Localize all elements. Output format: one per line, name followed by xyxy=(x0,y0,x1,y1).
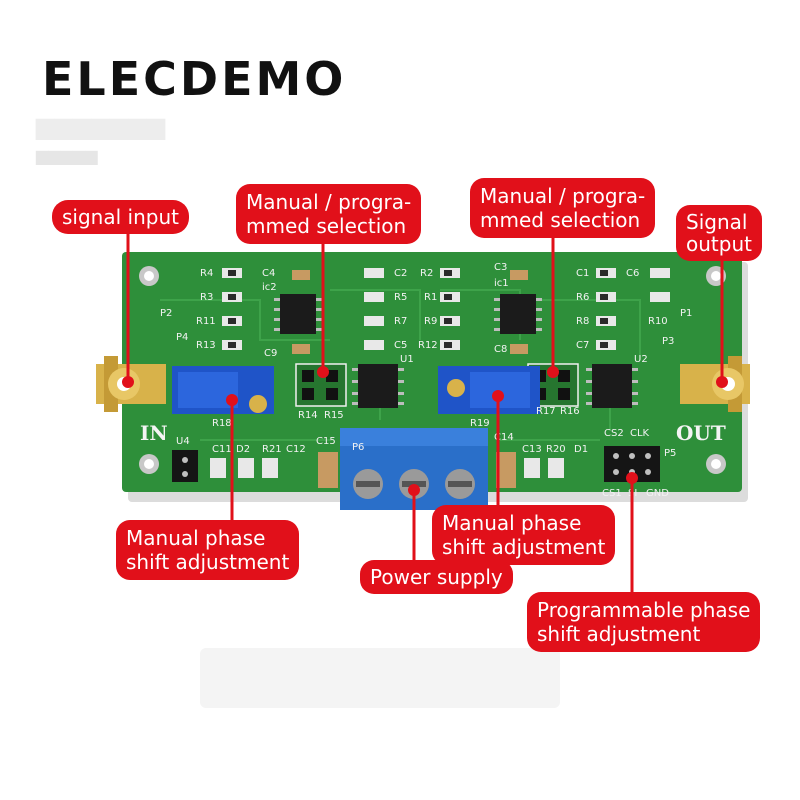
silk-ref: U2 xyxy=(634,354,648,365)
callout-text: shift adjustment xyxy=(442,535,606,559)
callout-text: signal input xyxy=(62,205,179,229)
silk-ref: P6 xyxy=(352,442,364,453)
callout-manual-phase-right: Manual phase shift adjustment xyxy=(432,505,616,565)
callout-text: shift adjustment xyxy=(126,550,290,574)
silk-ref: C6 xyxy=(626,268,639,279)
silk-ref: C7 xyxy=(576,340,589,351)
silk-ref: P2 xyxy=(160,308,172,319)
silk-ref: P3 xyxy=(662,336,674,347)
silk-ref: R7 xyxy=(394,316,407,327)
silk-ref: R20 xyxy=(546,444,566,455)
silk-ref: CLK xyxy=(630,428,650,439)
silk-ref: P4 xyxy=(176,332,188,343)
header-u4 xyxy=(172,450,198,482)
silk-ref: R18 xyxy=(212,418,232,429)
ic-chips xyxy=(280,294,632,408)
callout-manual-selection-left: Manual / progra- mmed selection xyxy=(236,184,422,244)
silk-ref: C14 xyxy=(494,432,514,443)
silk-ref: R11 xyxy=(196,316,216,327)
silk-ref: R6 xyxy=(576,292,589,303)
silk-ref: C1 xyxy=(576,268,589,279)
callout-text: Power supply xyxy=(370,565,503,589)
silk-ref: U4 xyxy=(176,436,190,447)
silk-ref: R3 xyxy=(200,292,213,303)
silk-ref: C8 xyxy=(494,344,507,355)
callout-signal-output: Signal output xyxy=(676,205,762,261)
trimmer-right xyxy=(438,366,540,414)
silk-ref: R5 xyxy=(394,292,407,303)
silk-ref: ic1 xyxy=(494,278,509,289)
silk-ref: C11 xyxy=(212,444,232,455)
silk-ref: C4 xyxy=(262,268,275,279)
silk-ref: R2 xyxy=(420,268,433,279)
callout-manual-phase-left: Manual phase shift adjustment xyxy=(116,520,300,580)
callout-text: Manual / progra- xyxy=(480,184,646,208)
callout-text: output xyxy=(686,232,752,256)
callout-dots xyxy=(122,366,728,496)
callout-text: shift adjustment xyxy=(537,622,701,646)
silk-in: IN xyxy=(140,421,168,445)
silk-ref: ic2 xyxy=(262,282,277,293)
callout-text: Manual phase xyxy=(442,511,582,535)
callout-signal-input: signal input xyxy=(52,200,189,234)
silk-ref: R14 xyxy=(298,410,318,421)
silk-ref: CS1 xyxy=(602,488,622,499)
callout-leaders xyxy=(126,226,724,596)
silkscreen-labels: IN OUT R4 C4 ic2 R3 R11 R13 C9 C2 R5 R7 … xyxy=(140,262,726,499)
board-reflection xyxy=(200,648,560,708)
silk-ref: R13 xyxy=(196,340,216,351)
brand-logo: ELECDEMO xyxy=(42,52,347,106)
callout-text: Manual / progra- xyxy=(246,190,412,214)
silk-ref: R21 xyxy=(262,444,282,455)
silk-ref: C9 xyxy=(264,348,277,359)
callout-text: mmed selection xyxy=(480,208,641,232)
smd-components xyxy=(210,268,670,488)
silk-ref: C2 xyxy=(394,268,407,279)
silk-ref: C5 xyxy=(394,340,407,351)
silk-ref: R9 xyxy=(424,316,437,327)
silk-ref: D2 xyxy=(236,444,250,455)
silk-out: OUT xyxy=(676,421,726,445)
callout-manual-selection-right: Manual / progra- mmed selection xyxy=(470,178,656,238)
silk-ref: R15 xyxy=(324,410,344,421)
silk-ref: R17 xyxy=(536,406,556,417)
silk-ref: C15 xyxy=(316,436,336,447)
pcb xyxy=(122,252,742,492)
silk-ref: U1 xyxy=(400,354,414,365)
callout-power-supply: Power supply xyxy=(360,560,513,594)
silk-ref: P5 xyxy=(664,448,676,459)
silk-ref: R10 xyxy=(648,316,668,327)
silk-ref: R19 xyxy=(470,418,490,429)
silk-ref: R8 xyxy=(576,316,589,327)
callout-text: Programmable phase xyxy=(537,598,751,622)
silk-ref: R12 xyxy=(418,340,438,351)
sma-output-connector xyxy=(680,356,750,412)
silk-ref: R1 xyxy=(424,292,437,303)
trimmer-left xyxy=(172,366,274,414)
silk-ref: GND xyxy=(646,488,669,499)
callout-text: Manual phase xyxy=(126,526,266,550)
silk-ref: C12 xyxy=(286,444,306,455)
silk-ref: R16 xyxy=(560,406,580,417)
silk-ref: C3 xyxy=(494,262,507,273)
ic-pins xyxy=(274,298,638,405)
faded-watermark: ▆▆▆▆▆ xyxy=(36,146,98,165)
callout-text: mmed selection xyxy=(246,214,407,238)
silk-ref: D1 xyxy=(574,444,588,455)
silk-ref: C13 xyxy=(522,444,542,455)
silk-ref: R4 xyxy=(200,268,213,279)
faded-watermark: ▆▆▆▆▆▆▆ xyxy=(36,112,166,140)
silk-ref: CS2 xyxy=(604,428,624,439)
callout-text: Signal xyxy=(686,210,748,234)
callout-programmable-phase: Programmable phase shift adjustment xyxy=(527,592,761,652)
silk-ref: P1 xyxy=(680,308,692,319)
power-terminal-block xyxy=(340,428,488,510)
